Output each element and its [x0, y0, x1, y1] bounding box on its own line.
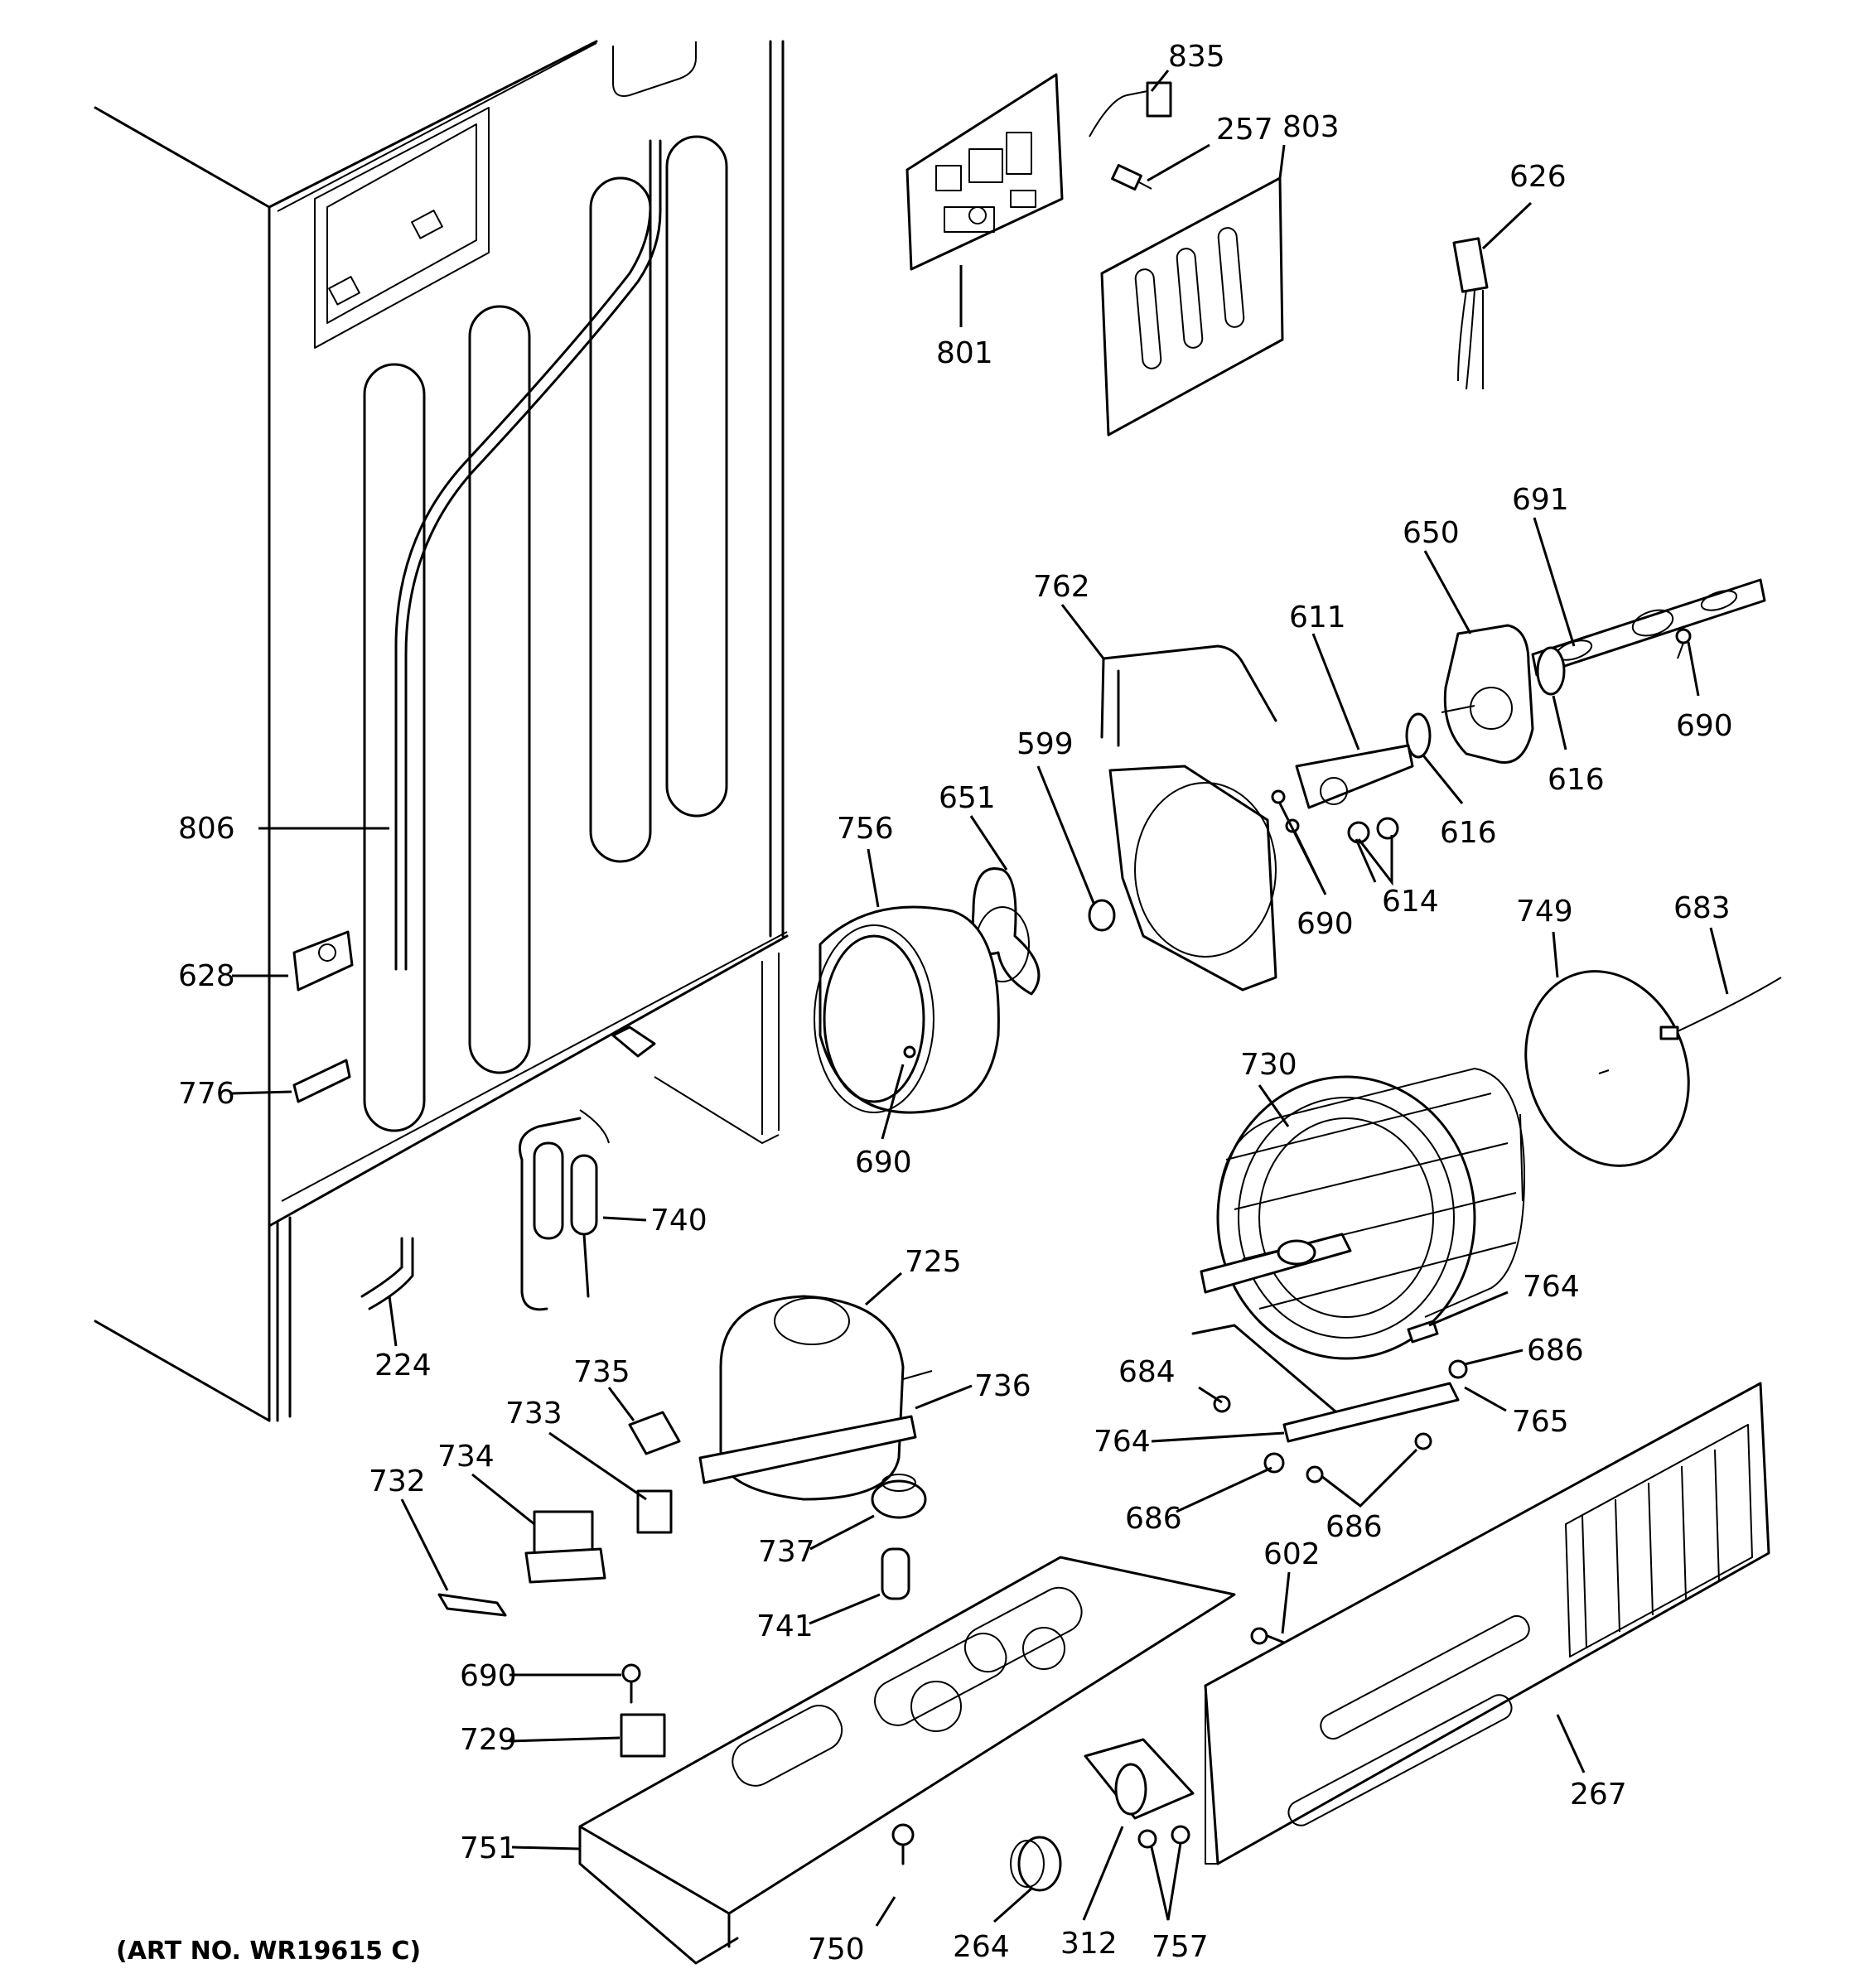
clip-732 [437, 1593, 507, 1617]
evaporator-730 [1200, 1068, 1525, 1360]
grommets-614 [1347, 817, 1399, 844]
bracket-611 [1295, 744, 1414, 809]
fan-shroud-plate [1108, 765, 1277, 992]
callout-735: 735 [573, 1355, 630, 1389]
callout-801: 801 [936, 336, 993, 370]
callout-741: 741 [756, 1609, 814, 1643]
grommet-616-right [1536, 646, 1566, 696]
callout-312: 312 [1060, 1927, 1118, 1961]
callout-690-housing: 690 [855, 1146, 912, 1180]
callout-224: 224 [374, 1349, 432, 1382]
control-board-801 [905, 73, 1064, 271]
clip-776 [292, 1059, 351, 1103]
callout-690-center: 690 [1297, 907, 1354, 941]
screw-690-lower [621, 1663, 641, 1704]
heater-cover-749 [1524, 970, 1690, 1167]
callout-labels: 835 257 803 626 801 691 650 611 762 690 … [178, 40, 1733, 1966]
callout-599: 599 [1017, 727, 1074, 761]
fan-housing-756 [814, 905, 1000, 1114]
callout-691: 691 [1512, 483, 1569, 517]
callout-732: 732 [369, 1464, 426, 1498]
callout-751: 751 [460, 1831, 517, 1865]
clip-628 [292, 930, 354, 992]
roller-264 [1010, 1836, 1062, 1892]
nut-599 [1088, 899, 1116, 932]
relay-735 [628, 1411, 681, 1455]
cover-803 [1100, 176, 1284, 437]
grommet-616-left [1405, 712, 1432, 759]
callout-734: 734 [437, 1440, 495, 1474]
callout-602: 602 [1263, 1537, 1321, 1571]
callout-733: 733 [505, 1397, 563, 1431]
callout-257: 257 [1216, 113, 1273, 147]
cabinet-back-drawing [94, 40, 789, 1422]
callout-684: 684 [1118, 1355, 1176, 1389]
motor-650 [1441, 624, 1534, 764]
callout-762: 762 [1033, 570, 1090, 604]
callout-626: 626 [1509, 160, 1567, 194]
sleeve-741 [881, 1547, 910, 1600]
callout-730: 730 [1240, 1048, 1297, 1082]
callout-756: 756 [837, 812, 894, 846]
callout-740: 740 [650, 1204, 707, 1238]
callout-803: 803 [1282, 110, 1340, 144]
callout-686-right: 686 [1326, 1510, 1383, 1544]
bracket-691 [1531, 578, 1766, 677]
fan-blade-651 [971, 867, 1041, 996]
relay-729 [620, 1713, 666, 1758]
capacitor-734 [524, 1510, 606, 1584]
screw-750 [891, 1823, 915, 1865]
callout-725: 725 [905, 1245, 962, 1279]
screw-690-top-right [1675, 628, 1692, 659]
callout-765: 765 [1512, 1405, 1569, 1439]
clip-764-upper [1407, 1320, 1439, 1344]
roller-assembly-312 [1084, 1738, 1195, 1820]
callout-764-lower: 764 [1094, 1425, 1151, 1459]
callout-776: 776 [178, 1077, 235, 1111]
shroud-762 [1100, 644, 1277, 747]
callout-749: 749 [1516, 895, 1573, 929]
callout-650: 650 [1403, 516, 1460, 550]
callout-651: 651 [939, 781, 996, 815]
compressor-725 [698, 1295, 933, 1501]
callout-690-top-right: 690 [1676, 709, 1733, 743]
sensor-683 [1659, 977, 1782, 1040]
base-751 [578, 1556, 1236, 1965]
callout-686-left: 686 [1125, 1502, 1182, 1536]
screws-757 [1137, 1825, 1190, 1849]
callout-757: 757 [1152, 1930, 1209, 1964]
callout-835: 835 [1168, 40, 1225, 74]
callout-737: 737 [758, 1535, 815, 1569]
grommet-737 [871, 1474, 927, 1519]
screw-602 [1250, 1627, 1290, 1646]
callout-729: 729 [460, 1723, 517, 1757]
screws-690-center [1271, 789, 1300, 833]
callout-764-upper: 764 [1523, 1270, 1580, 1304]
harness-626 [1452, 237, 1489, 390]
callout-628: 628 [178, 959, 235, 993]
connector-835 [1089, 81, 1172, 138]
callout-736: 736 [974, 1369, 1031, 1403]
callout-614: 614 [1382, 885, 1439, 919]
callout-686-upper: 686 [1527, 1334, 1584, 1368]
leader-lines [231, 70, 1729, 1927]
callout-750: 750 [808, 1933, 865, 1966]
dryer-740 [519, 1109, 610, 1311]
callout-264: 264 [953, 1930, 1010, 1964]
grille-267 [1204, 1382, 1770, 1865]
tube-224 [360, 1237, 414, 1310]
callout-806: 806 [178, 812, 235, 846]
callout-690-lower: 690 [460, 1659, 517, 1693]
sensor-257 [1111, 164, 1152, 191]
art-number: (ART NO. WR19615 C) [116, 1937, 421, 1966]
callout-616-left: 616 [1440, 816, 1497, 850]
callout-616-right: 616 [1548, 763, 1605, 797]
callout-683: 683 [1673, 891, 1731, 925]
callout-267: 267 [1570, 1778, 1627, 1812]
bracket-765 [1263, 1359, 1468, 1484]
callout-611: 611 [1289, 601, 1346, 635]
